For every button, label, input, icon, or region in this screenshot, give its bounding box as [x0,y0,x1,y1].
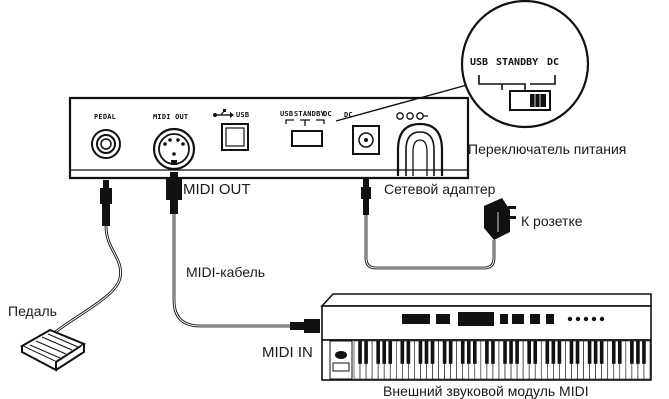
white-keys [353,340,651,380]
black-key [376,341,380,364]
panel-knob [567,316,573,322]
label-pedal: Педаль [8,303,57,319]
black-key [533,341,538,364]
black-key [611,341,616,364]
panel-label-dc-in: DC [344,111,353,119]
black-key [466,341,471,364]
panel-knob [591,316,597,322]
black-key [509,341,513,364]
black-key [388,341,393,364]
pedal-cable [47,180,122,340]
keyboard-panel-controls [402,312,605,326]
black-key [503,341,507,364]
panel-control [530,314,540,324]
black-key [473,341,477,364]
usb-icon [213,109,234,118]
ac-plug-icon [484,198,516,240]
black-key [418,341,423,364]
panel-control [500,314,508,324]
callout-label-standby: STANDBY [496,57,539,68]
panel-control [546,314,554,324]
panel-label-standby-switch: STANDBY [294,110,325,118]
adapter-cable [361,179,496,270]
cable-hook [396,122,444,176]
dc-jack-icon [352,112,428,155]
black-keys [358,341,646,364]
black-key [545,341,550,364]
black-key [587,341,592,364]
black-key [448,341,453,364]
black-key [551,341,556,364]
black-key [557,341,562,364]
black-key [491,341,495,364]
black-key [617,341,622,364]
black-key [527,341,531,364]
black-key [630,341,634,364]
panel-control [402,314,430,324]
black-key [460,341,465,364]
label-ac-adapter: Сетевой адаптер [384,181,496,197]
panel-control [458,312,494,326]
black-key [364,341,368,364]
black-key [642,341,646,364]
panel-power-switch [285,119,325,147]
pedal-jack-icon [91,129,121,159]
black-key [575,341,580,364]
label-midi-out: MIDI OUT [183,181,251,198]
label-sound-module: Внешний звуковой модуль MIDI [383,383,589,399]
black-key [569,341,574,364]
label-midi-in: MIDI IN [262,344,313,361]
panel-label-midi-out: MIDI OUT [153,113,189,121]
black-key [358,341,362,364]
black-key [485,341,489,364]
panel-control [512,314,524,324]
label-midi-cable: MIDI-кабель [186,264,266,280]
black-key [382,341,387,364]
panel-control [436,314,450,324]
callout-label-dc: DC [547,57,560,68]
black-key [400,341,405,364]
panel-label-pedal: PEDAL [94,113,117,121]
black-key [442,341,447,364]
midi-din-icon [152,127,196,171]
panel-label-usb-switch: USB [280,110,294,118]
black-key [424,341,429,364]
keyboard-icon [320,293,652,381]
label-to-outlet: К розетке [521,213,583,229]
panel-knob [583,316,589,322]
black-key [593,341,598,364]
panel-knob [599,316,605,322]
black-key [636,341,640,364]
black-key [406,341,411,364]
panel-label-usb: USB [236,111,250,119]
label-power-switch: Переключатель питания [468,141,627,157]
black-key [515,341,519,364]
panel-label-dc-switch: DC [323,110,332,118]
usb-port [221,123,249,151]
callout-label-usb: USB [470,57,489,68]
panel-knob [575,316,581,322]
sustain-pedal-icon [19,328,87,372]
power-switch-callout [335,0,590,129]
black-key [430,341,435,364]
midi-cable [166,172,320,333]
black-key [599,341,604,364]
